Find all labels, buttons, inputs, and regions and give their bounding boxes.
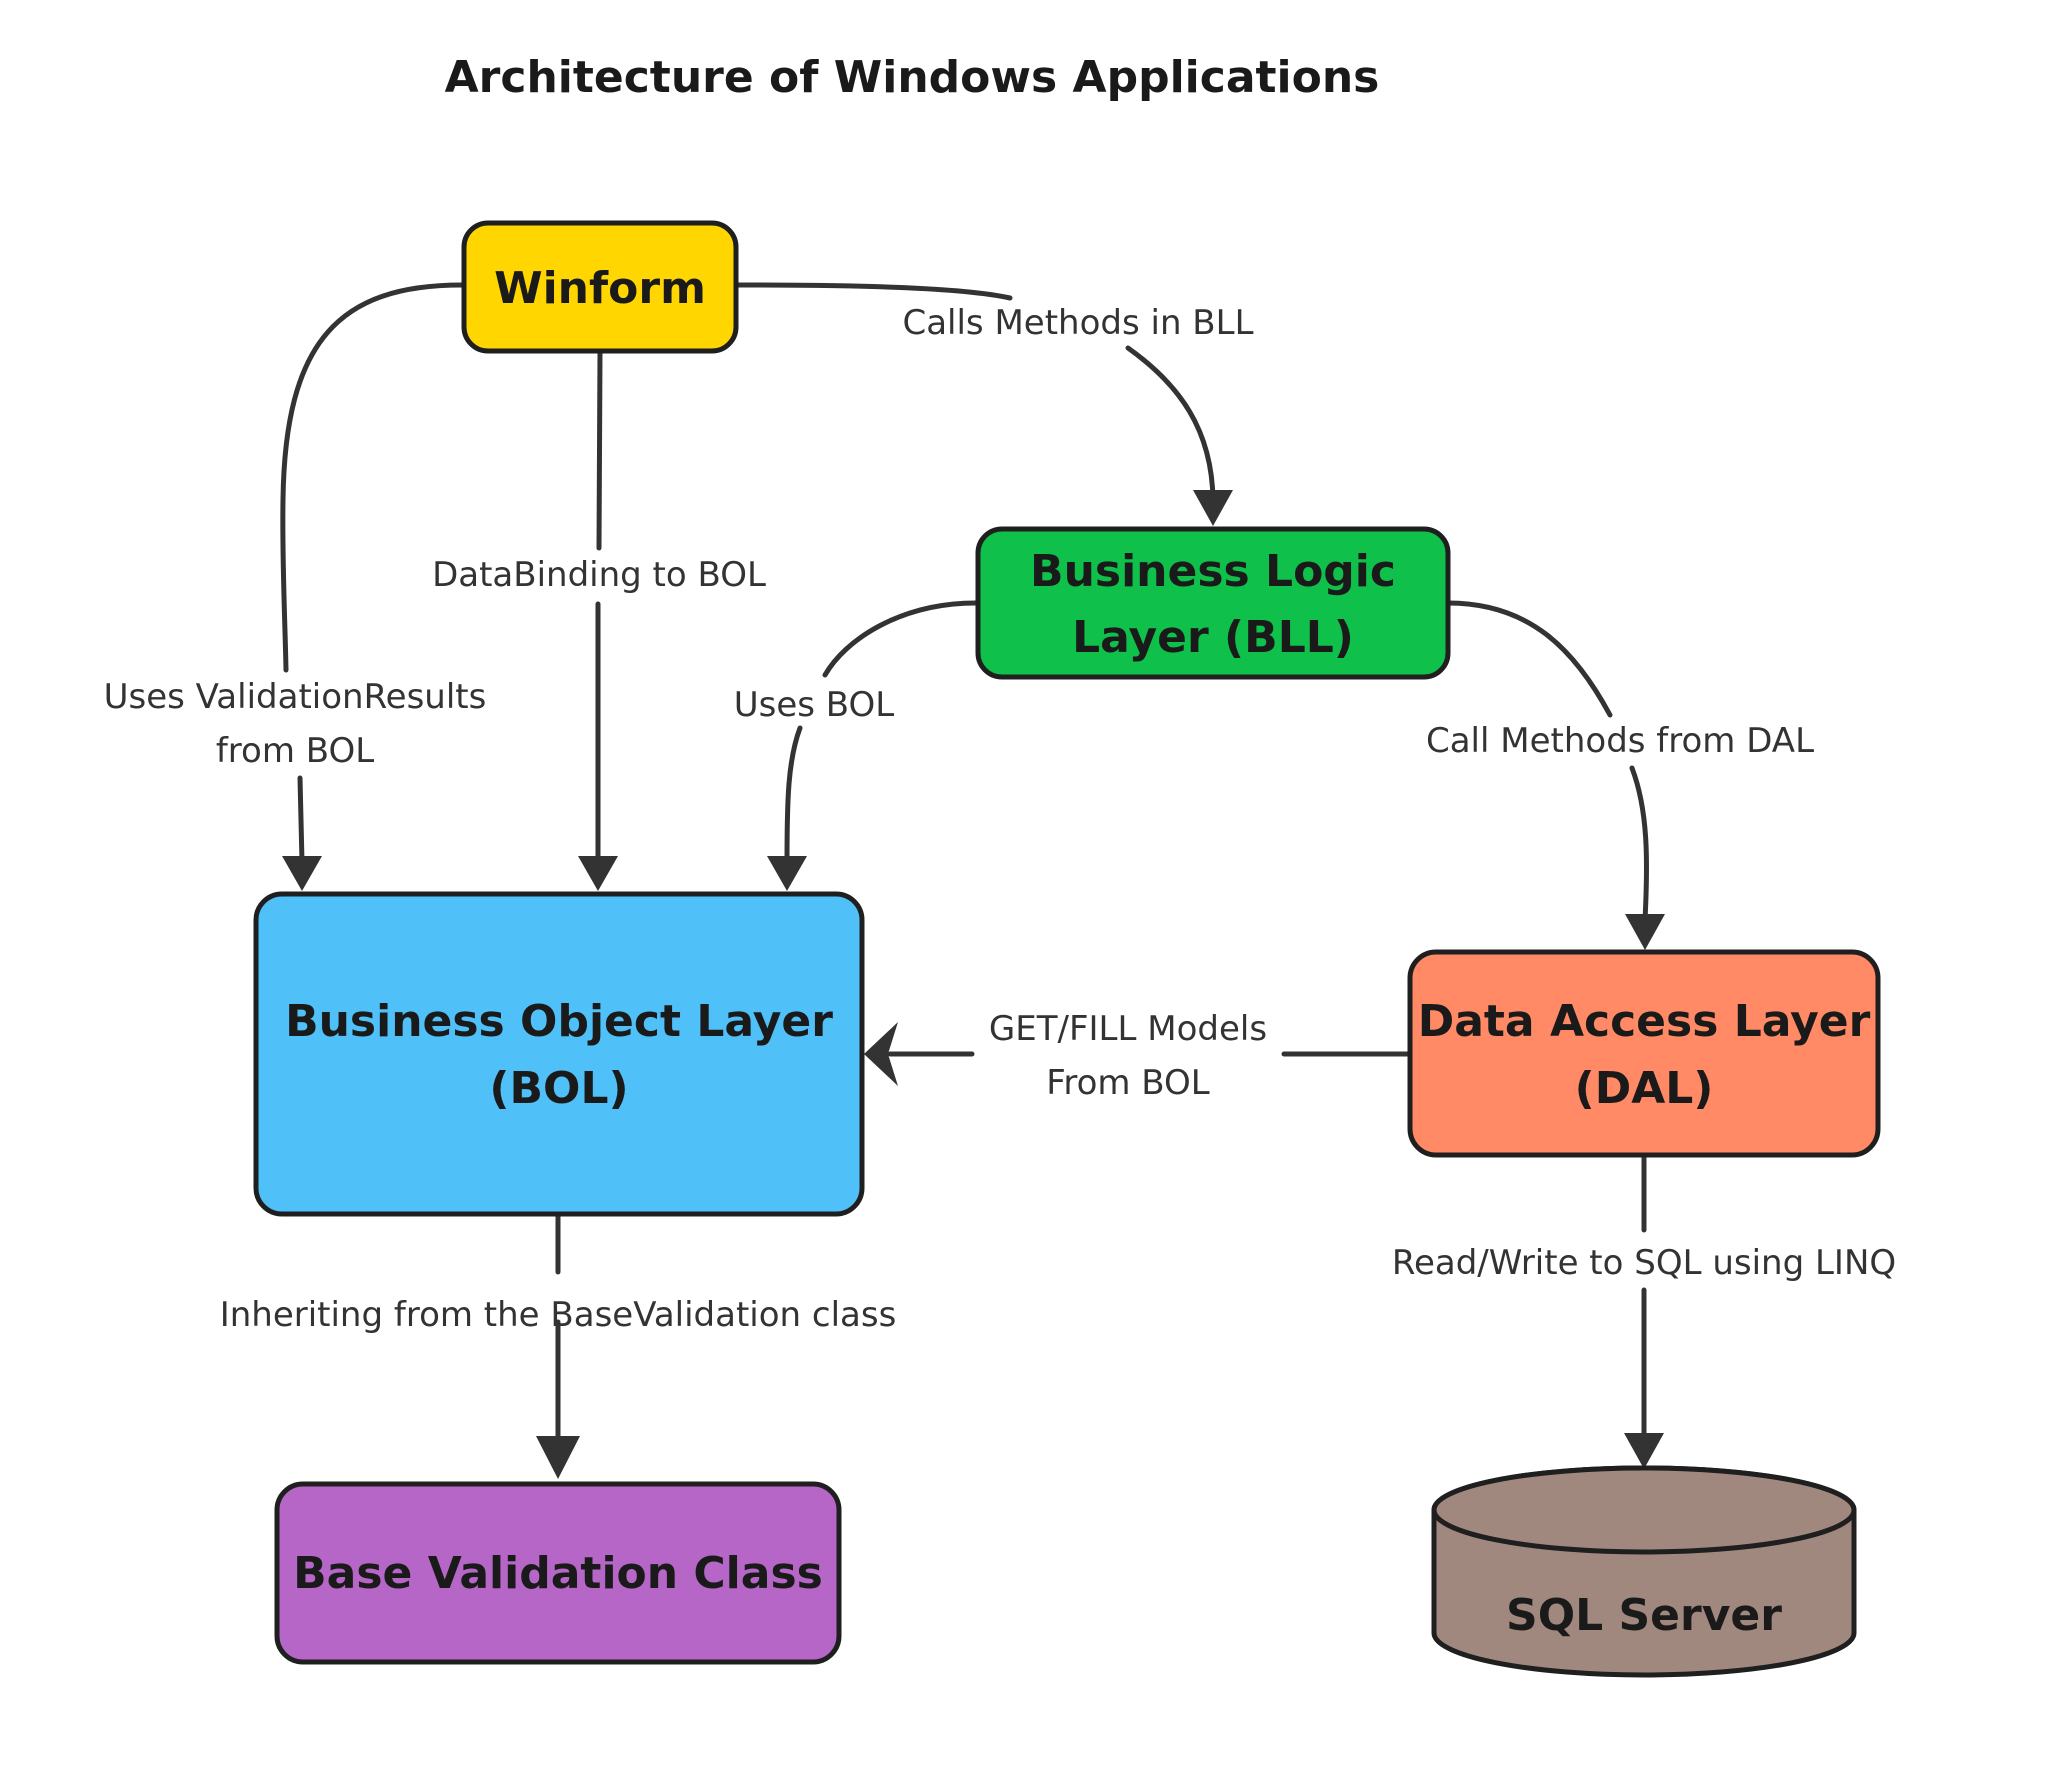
edge-label: DataBinding to BOL — [432, 555, 766, 595]
edge-line — [733, 282, 1013, 301]
node-sql-server[interactable]: SQL Server — [1431, 1465, 1857, 1678]
edge-label: Read/Write to SQL using LINQ — [1392, 1243, 1896, 1283]
arrowhead-icon — [536, 1436, 580, 1479]
edge-winform-to-bol-validation: Uses ValidationResults from BOL — [104, 282, 487, 891]
edge-line — [1125, 345, 1216, 503]
node-box — [274, 1481, 842, 1665]
node-label: Business Logic — [1030, 546, 1396, 597]
arrowhead-icon — [1624, 1433, 1664, 1469]
edge-winform-to-bol-databinding: DataBinding to BOL — [432, 349, 766, 891]
node-label: SQL Server — [1506, 1590, 1782, 1641]
edge-bol-to-base-validation: Inheriting from the BaseValidation class — [220, 1212, 897, 1479]
edge-bll-to-dal: Call Methods from DAL — [1426, 600, 1814, 950]
node-box — [975, 526, 1451, 680]
node-label: Business Object Layer — [285, 996, 833, 1047]
node-base-validation[interactable]: Base Validation Class — [274, 1481, 842, 1665]
edge-label: Call Methods from DAL — [1426, 721, 1814, 761]
node-box — [253, 891, 865, 1217]
edge-line — [1445, 600, 1613, 718]
edge-label: from BOL — [216, 731, 374, 771]
edge-line — [784, 725, 803, 865]
node-label: (DAL) — [1575, 1063, 1714, 1114]
edge-line — [822, 600, 979, 678]
edge-label: Inheriting from the BaseValidation class — [220, 1295, 897, 1335]
arrowhead-icon — [767, 856, 807, 891]
node-box — [461, 220, 739, 354]
edge-winform-to-bll: Calls Methods in BLL — [733, 282, 1254, 526]
edge-line — [280, 282, 465, 673]
edge-line — [297, 775, 305, 865]
arrowhead-icon — [1193, 490, 1233, 526]
node-dal[interactable]: Data Access Layer (DAL) — [1407, 949, 1881, 1158]
node-label: Layer (BLL) — [1072, 612, 1354, 663]
edge-label: GET/FILL Models — [989, 1009, 1267, 1049]
edge-line — [1629, 765, 1650, 923]
edge-label: Uses ValidationResults — [104, 677, 487, 717]
arrowhead-icon — [864, 1022, 898, 1086]
node-label: Base Validation Class — [293, 1548, 823, 1599]
edge-dal-to-sql: Read/Write to SQL using LINQ — [1392, 1154, 1896, 1469]
cylinder-top — [1431, 1465, 1857, 1555]
diagram-title: Architecture of Windows Applications — [445, 52, 1380, 103]
arrowhead-icon — [578, 856, 618, 891]
edge-bll-to-bol: Uses BOL — [734, 600, 979, 891]
arrowhead-icon — [1625, 914, 1665, 950]
edge-label: Uses BOL — [734, 685, 895, 725]
node-winform[interactable]: Winform — [461, 220, 739, 354]
node-bol[interactable]: Business Object Layer (BOL) — [253, 891, 865, 1217]
arrowhead-icon — [282, 856, 322, 891]
node-label: Winform — [494, 263, 706, 314]
edge-line — [596, 349, 603, 551]
node-bll[interactable]: Business Logic Layer (BLL) — [975, 526, 1451, 680]
edge-dal-to-bol: GET/FILL Models From BOL — [864, 1009, 1410, 1103]
node-label: (BOL) — [489, 1063, 628, 1114]
edge-label: From BOL — [1046, 1063, 1210, 1103]
node-label: Data Access Layer — [1418, 996, 1871, 1047]
node-box — [1407, 949, 1881, 1158]
edge-label: Calls Methods in BLL — [902, 303, 1253, 343]
